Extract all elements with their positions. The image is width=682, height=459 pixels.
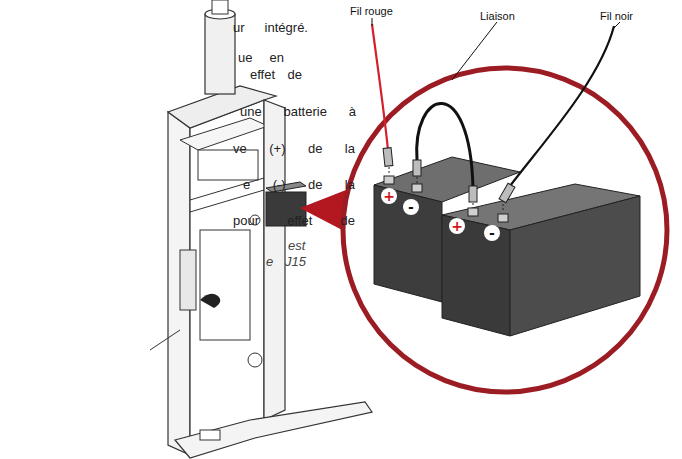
- insert-arrow: [503, 204, 504, 212]
- insert-arrow: [389, 167, 390, 175]
- leader-line: [452, 22, 497, 80]
- shaft-tip: [212, 0, 228, 14]
- shelf-line: [190, 190, 264, 212]
- body-text: effet de: [250, 67, 302, 82]
- wire-label: Fil noir: [600, 10, 633, 23]
- battery-front: [374, 185, 442, 302]
- body-text: ue en: [238, 50, 284, 65]
- leader-line: [614, 22, 620, 28]
- wire-sleeve: [499, 183, 515, 203]
- insert-arrow: [473, 203, 474, 207]
- insert-arrow: [417, 177, 418, 183]
- body-text: e (-) de la: [243, 177, 355, 192]
- control-board: [200, 230, 250, 340]
- leader-line: [150, 330, 180, 350]
- body-text: pour effet de: [233, 213, 355, 228]
- battery-side: [510, 196, 640, 336]
- black-wire: [510, 26, 614, 186]
- terminal: [498, 214, 508, 222]
- terminal: [412, 184, 422, 192]
- battery-front: [442, 215, 510, 336]
- polarity-sign: -: [484, 225, 500, 241]
- link-wire: [417, 103, 473, 188]
- body-text: e J15: [266, 254, 306, 269]
- wire-sleeve: [413, 160, 421, 176]
- body-text: ur intégré.: [233, 20, 308, 35]
- wire-sleeve: [469, 186, 477, 202]
- polarity-sign: -: [403, 199, 419, 215]
- zoom-circle: [343, 68, 667, 392]
- wire-label: Fil rouge: [350, 5, 393, 18]
- wire-sleeve: [383, 148, 393, 167]
- base-foot: [175, 402, 372, 458]
- red-wire: [372, 24, 388, 150]
- connector-block: [180, 250, 196, 310]
- polarity-sign: +: [381, 188, 397, 204]
- leader-line: [372, 18, 373, 26]
- body-text: est: [288, 238, 312, 253]
- switch: [200, 430, 220, 440]
- cable-clip: [200, 294, 220, 308]
- screw: [248, 353, 262, 367]
- wire-label: Liaison: [480, 10, 515, 23]
- terminal: [384, 176, 394, 184]
- body-text: ve (+) de la: [233, 141, 355, 156]
- terminal: [468, 208, 478, 216]
- output-shaft: [205, 14, 235, 94]
- body-text: une batterie à: [240, 104, 356, 119]
- polarity-sign: +: [449, 218, 465, 234]
